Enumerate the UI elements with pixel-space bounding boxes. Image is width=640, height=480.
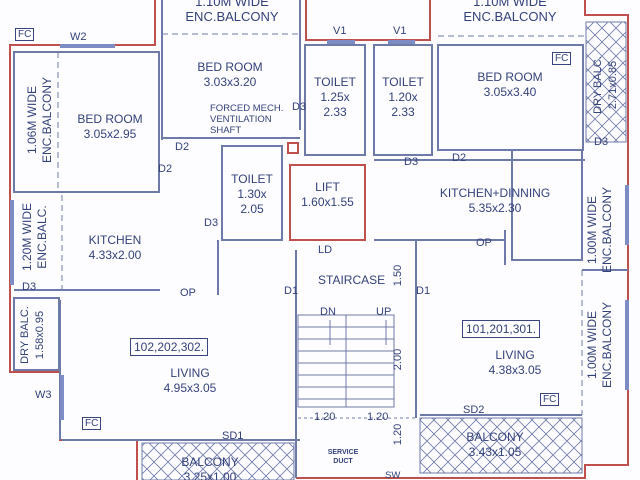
door-d2-tag: D2 [158, 163, 173, 175]
dry-balcony-right-hatch [585, 21, 627, 143]
door-d3-tag: D3 [204, 217, 219, 229]
landing-label: LD [318, 244, 333, 256]
sliding-door-sd2-tag: SD2 [463, 404, 485, 416]
fc-tag: FC [15, 28, 35, 41]
dim-1-20-c: 1.20 [392, 423, 405, 446]
door-d1-tag: D1 [416, 285, 431, 297]
dim-2-00: 2.00 [392, 348, 405, 371]
stair-down-label: DN [320, 306, 336, 318]
window-w3-tag: W3 [35, 389, 52, 401]
opening-op-tag: OP [180, 287, 196, 299]
vent-v1-tag: V1 [393, 25, 407, 37]
door-d3-tag: D3 [22, 281, 37, 293]
door-d1-tag: D1 [284, 285, 299, 297]
window-w2-tag: W2 [70, 31, 87, 43]
stair-up-label: UP [376, 306, 392, 318]
fc-tag: FC [552, 52, 572, 65]
staircase-label: STAIRCASE [318, 273, 386, 287]
dim-1-20-a: 1.20 [314, 411, 336, 423]
fc-tag: FC [540, 393, 560, 406]
sliding-door-sd1-tag: SD1 [222, 430, 244, 442]
inner-walls [13, 0, 628, 478]
dry-balcony-left-label: DRY BALC.1.58x0.95 [19, 306, 46, 364]
vent-v1-tag: V1 [333, 25, 347, 37]
balcony-right-hatch [419, 417, 583, 474]
unit-numbers-right: 101,201,301. [462, 320, 541, 338]
door-d2-tag: D2 [175, 141, 190, 153]
door-d3-tag: D3 [404, 156, 419, 168]
balcony-left-hatch [141, 442, 295, 480]
dim-1-20-b: 1.20 [367, 411, 389, 423]
door-d3-tag: D3 [292, 101, 307, 113]
windows [10, 40, 629, 420]
dim-1-50: 1.50 [392, 264, 405, 287]
door-d3-tag: D3 [594, 136, 609, 148]
sw-tag: SW [385, 470, 401, 480]
opening-op-tag: OP [476, 237, 492, 249]
dry-balcony-right-label: DRY BALC.2.71x0.85 [592, 56, 619, 114]
door-d2-tag: D2 [452, 152, 467, 164]
unit-numbers-left: 102,202,302. [130, 338, 209, 356]
fc-tag: FC [82, 417, 102, 430]
staircase-steps [297, 314, 416, 419]
